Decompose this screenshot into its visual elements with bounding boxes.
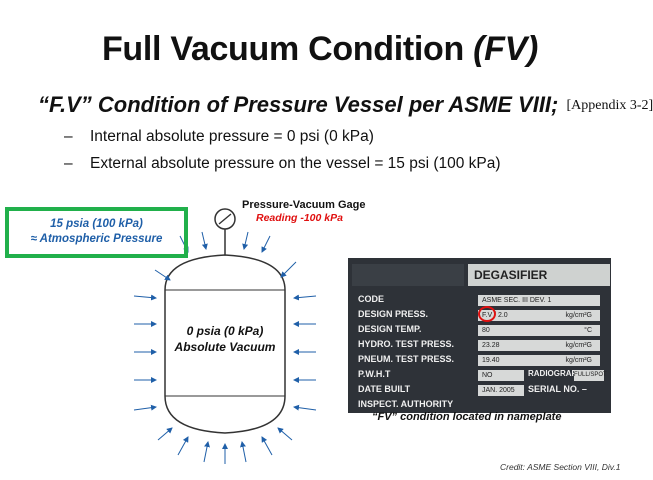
slide-title: Full Vacuum Condition (FV) (101, 30, 539, 68)
nameplate-logo-area (352, 264, 464, 286)
serial-label: SERIAL NO. – (528, 384, 587, 394)
bullet-dash: – (64, 155, 73, 172)
vessel-vacuum: Absolute Vacuum (174, 340, 276, 354)
nameplate-photo: DEGASIFIER CODE ASME SEC. III DEV. 1 DES… (348, 258, 611, 413)
radiograph-label: RADIOGRAPH (528, 369, 583, 378)
callout-atmospheric: ≈ Atmospheric Pressure (30, 233, 163, 245)
pressure-arrows (133, 231, 317, 464)
bullet-dash: – (64, 128, 73, 145)
radiograph-value: FULL/SPOT (574, 370, 607, 381)
fv-highlight-circle (478, 306, 496, 322)
vessel-internal-label: 0 psia (0 kPa) Absolute Vacuum (170, 323, 280, 355)
nameplate-caption: “FV” condition located in nameplate (372, 411, 562, 423)
nameplate-row: DATE BUILT JAN. 2005 SERIAL NO. – (358, 384, 587, 396)
gage-needle (218, 213, 232, 225)
slide-subtitle: “F.V” Condition of Pressure Vessel per A… (38, 92, 653, 117)
appendix-reference: [Appendix 3-2] (566, 98, 653, 113)
title-emphasis: (FV) (473, 30, 539, 68)
nameplate-row: P.W.H.T NO RADIOGRAPH FULL/SPOT (358, 369, 607, 381)
gage-label: Pressure-Vacuum Gage (242, 199, 366, 211)
atmospheric-pressure-callout: 15 psia (100 kPa) ≈ Atmospheric Pressure (5, 207, 188, 258)
nameplate-header: DEGASIFIER (468, 264, 610, 286)
nameplate-row: DESIGN TEMP. 80°C (348, 324, 611, 337)
bullet-internal-pressure: –Internal absolute pressure = 0 psi (0 k… (64, 128, 374, 145)
nameplate-row: CODE ASME SEC. III DEV. 1 (348, 294, 611, 307)
vessel-pressure: 0 psia (0 kPa) (186, 324, 264, 338)
credit-line: Credit: ASME Section VIII, Div.1 (500, 462, 621, 472)
gage-reading: Reading -100 kPa (256, 212, 343, 224)
bullet-external-pressure: –External absolute pressure on the vesse… (64, 155, 501, 172)
callout-pressure: 15 psia (100 kPa) (50, 218, 143, 230)
nameplate-row: INSPECT. AUTHORITY (358, 399, 454, 409)
